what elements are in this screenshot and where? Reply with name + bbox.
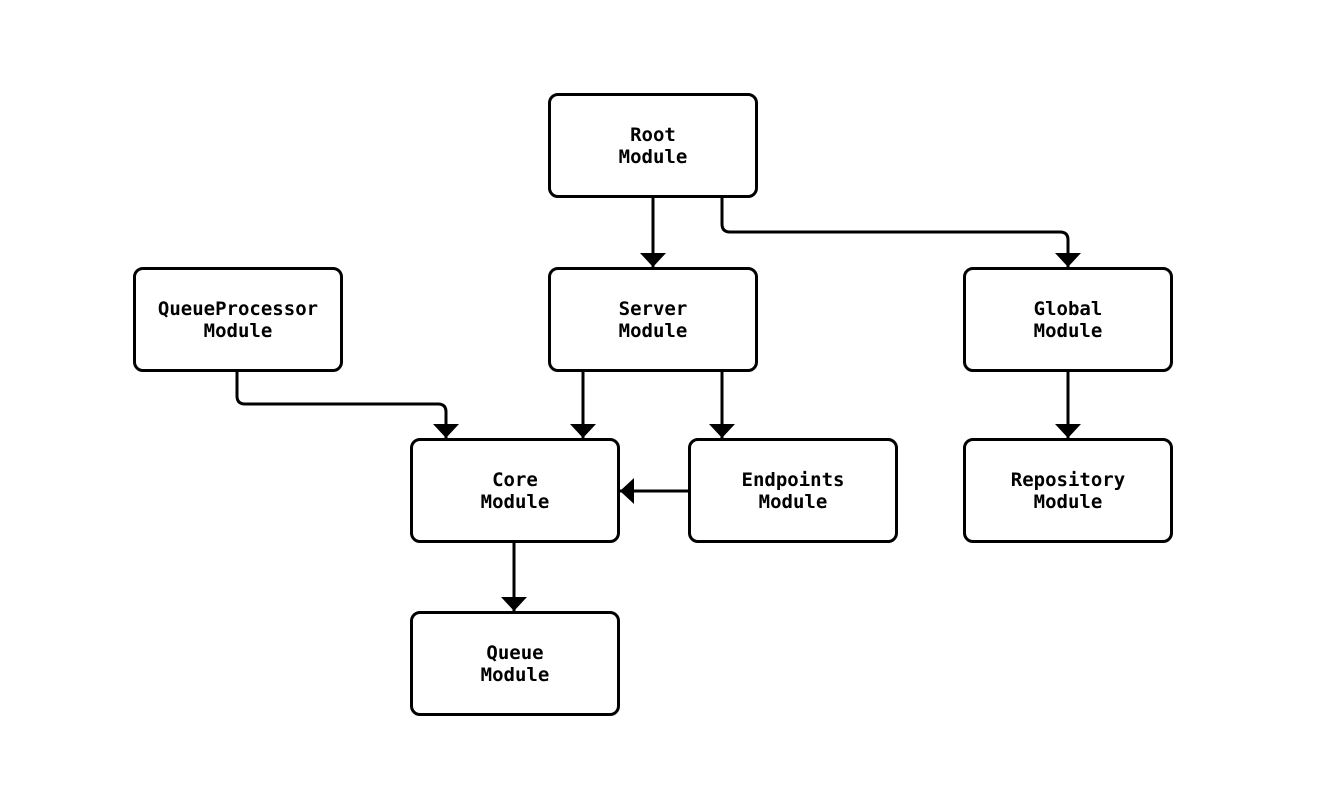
node-global-module: Global Module: [963, 267, 1173, 372]
node-queue-processor-module-label: QueueProcessor Module: [157, 297, 319, 342]
node-endpoints-module: Endpoints Module: [688, 438, 898, 543]
node-repository-module-label: Repository Module: [1010, 468, 1126, 513]
edge-root-to-global: [720, 198, 1081, 267]
node-endpoints-module-label: Endpoints Module: [741, 468, 845, 513]
edge-queue-processor-to-core: [235, 372, 459, 438]
node-server-module-label: Server Module: [618, 297, 688, 342]
node-queue-processor-module: QueueProcessor Module: [133, 267, 343, 372]
node-queue-module-label: Queue Module: [480, 641, 550, 686]
node-queue-module: Queue Module: [410, 611, 620, 716]
node-core-module-label: Core Module: [480, 468, 550, 513]
node-root-module: Root Module: [548, 93, 758, 198]
node-root-module-label: Root Module: [618, 123, 688, 168]
node-server-module: Server Module: [548, 267, 758, 372]
node-repository-module: Repository Module: [963, 438, 1173, 543]
node-global-module-label: Global Module: [1033, 297, 1103, 342]
node-core-module: Core Module: [410, 438, 620, 543]
